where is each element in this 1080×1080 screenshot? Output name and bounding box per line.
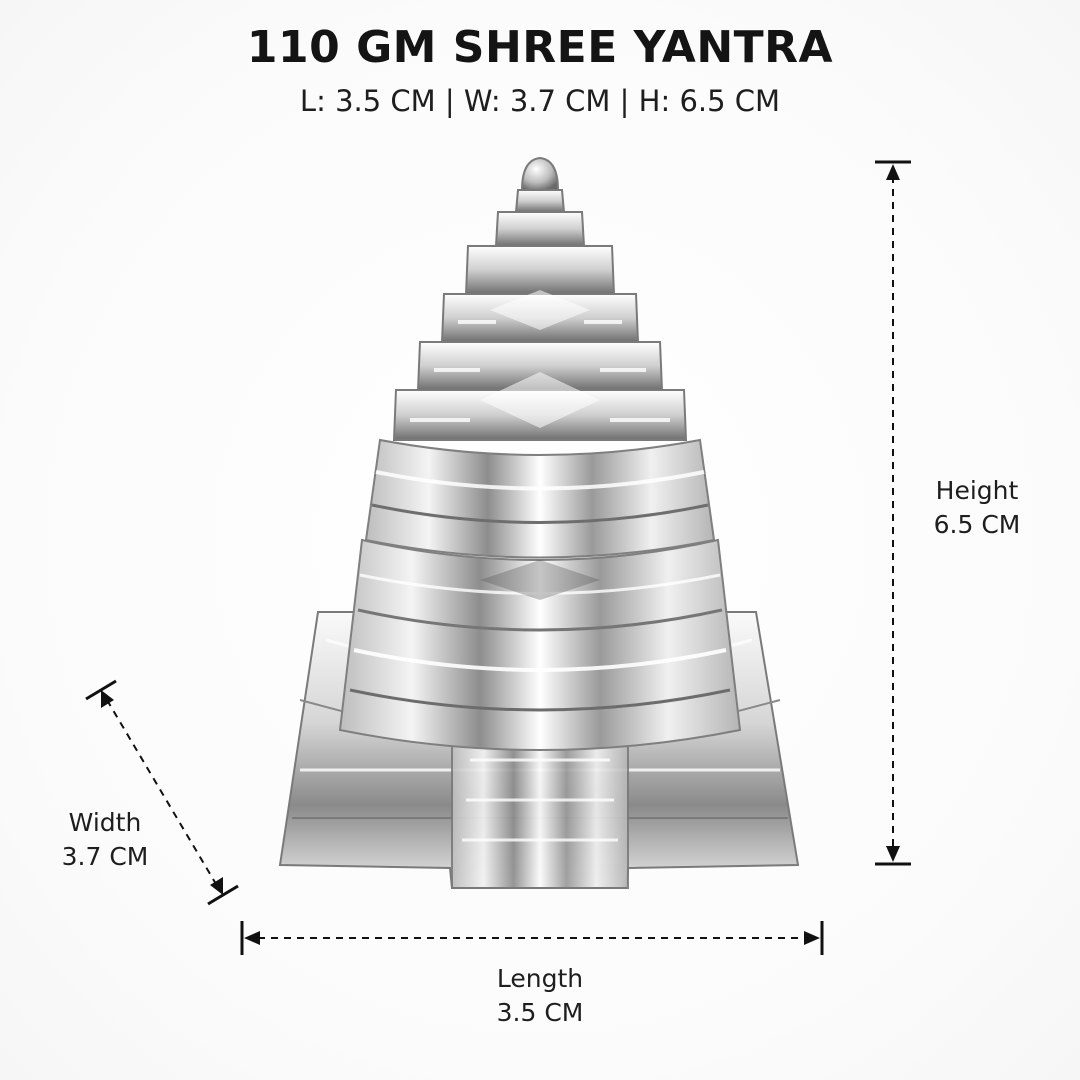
length-value: 3.5 CM (496, 998, 584, 1027)
width-value: 3.7 CM (61, 842, 149, 871)
shree-yantra-crystal (278, 156, 800, 889)
dimensions-summary: L: 3.5 CM | W: 3.7 CM | H: 6.5 CM (299, 84, 781, 118)
length-label: Length 3.5 CM (470, 962, 610, 1030)
width-label: Width 3.7 CM (40, 806, 170, 874)
width-dimension-line (85, 679, 239, 906)
height-value: 6.5 CM (933, 510, 1021, 539)
length-label-text: Length (496, 964, 584, 993)
height-label: Height 6.5 CM (912, 474, 1042, 542)
width-label-text: Width (68, 808, 142, 837)
height-dimension-line (875, 160, 911, 866)
length-dimension-line (240, 921, 824, 955)
height-label-text: Height (935, 476, 1019, 505)
product-title: 110 GM SHREE YANTRA (246, 22, 834, 73)
